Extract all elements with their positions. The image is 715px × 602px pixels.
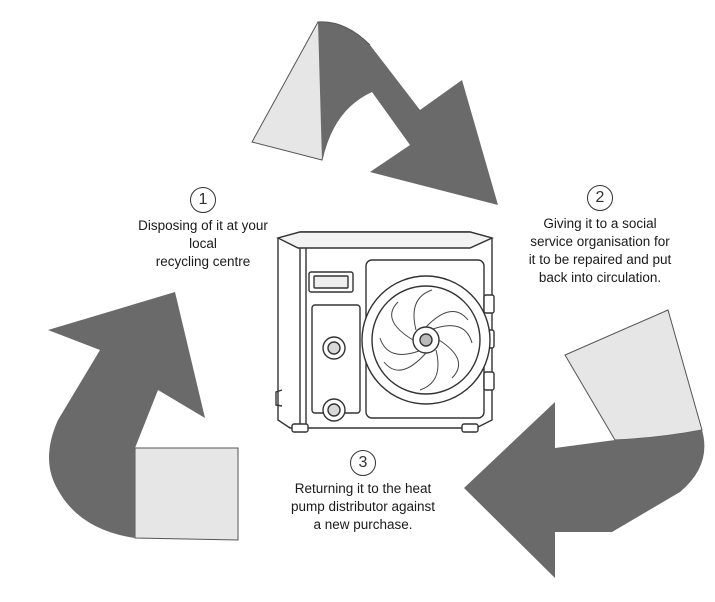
step-number: 2 [587,185,613,211]
recycle-arrow-left-icon [48,292,239,541]
step-text-line: Giving it to a social [543,216,657,231]
recycle-arrow-right-icon [464,309,705,578]
recycle-arrow-top-icon [251,21,498,205]
step-text-line: it to be repaired and put [528,252,672,267]
step-text-line: Disposing of it at your [138,218,268,233]
step-1: 1 Disposing of it at your local recyclin… [118,187,288,271]
heat-pump-unit-icon [275,231,495,433]
step-3: 3 Returning it to the heat pump distribu… [268,450,458,534]
step-text-line: Returning it to the heat [294,481,432,496]
step-text-line: service organisation for [530,234,670,249]
step-text-line: pump distributor against [290,499,436,514]
step-number: 3 [350,450,376,476]
step-2: 2 Giving it to a social service organisa… [500,185,700,287]
step-text-line: recycling centre [155,254,251,269]
fan-blades [379,289,473,391]
step-text-line: a new purchase. [313,517,413,532]
step-text-line: back into circulation. [538,270,662,285]
step-number: 1 [190,187,216,213]
step-text-line: local [189,236,217,251]
